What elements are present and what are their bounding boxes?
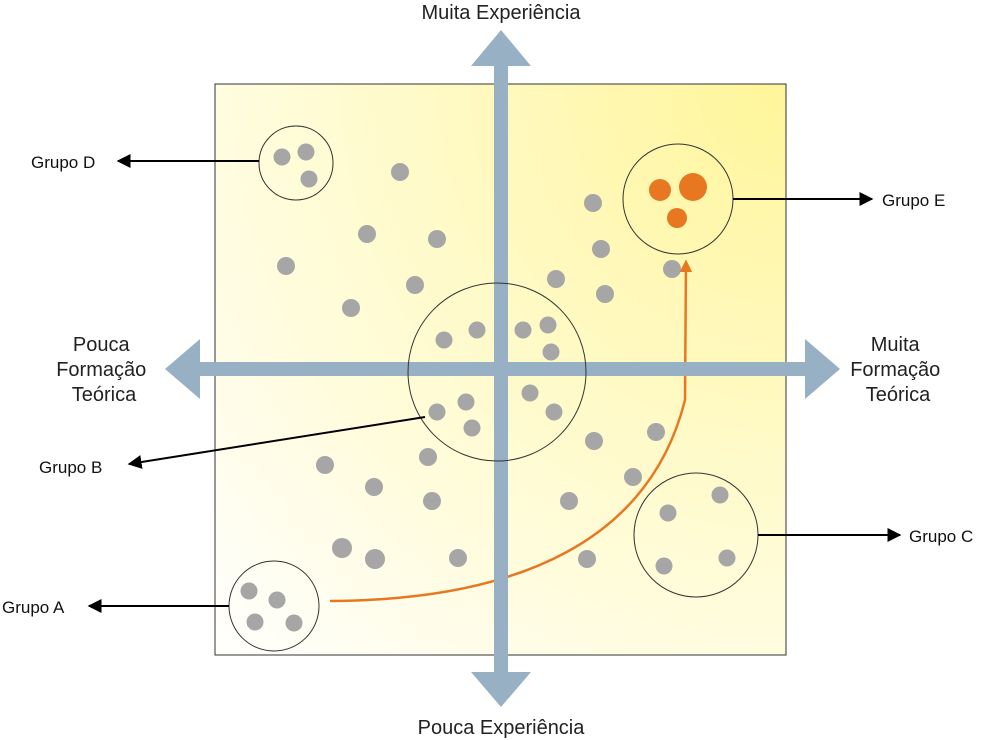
axis-label-right: Muita Formação Teórica	[850, 334, 946, 406]
group-d-label: Grupo D	[31, 153, 95, 172]
highlight-dot	[667, 208, 687, 228]
dot	[521, 384, 539, 402]
up-arrowhead	[471, 30, 531, 66]
group-b-label: Grupo B	[39, 458, 102, 477]
dot	[277, 257, 295, 275]
left-arrowhead	[165, 339, 200, 399]
dot	[584, 194, 602, 212]
right-arrowhead	[805, 339, 840, 399]
dot	[391, 163, 409, 181]
group-e-label: Grupo E	[882, 191, 945, 210]
growth-path-arrow	[329, 259, 693, 603]
group-c-cluster	[633, 472, 759, 598]
down-arrowhead	[471, 672, 531, 707]
dot	[545, 403, 563, 421]
dot	[542, 343, 560, 361]
dot	[578, 550, 596, 568]
dot	[514, 321, 532, 339]
dot	[457, 393, 475, 411]
dot	[547, 270, 565, 288]
dot	[423, 492, 441, 510]
callout-lines	[87, 154, 902, 613]
dot	[316, 456, 334, 474]
dot	[358, 225, 376, 243]
group-e-cluster	[622, 143, 734, 255]
highlight-dot	[679, 173, 707, 201]
dot	[435, 331, 453, 349]
dot	[297, 143, 315, 161]
dot	[419, 448, 437, 466]
dot	[428, 403, 446, 421]
dot	[365, 549, 385, 569]
dot	[365, 478, 383, 496]
dot	[585, 432, 603, 450]
axes	[165, 30, 840, 707]
dot	[647, 423, 665, 441]
dot	[240, 582, 258, 600]
axis-label-top: Muita Experiência	[422, 2, 582, 24]
scatter-dots	[277, 163, 681, 569]
dot	[711, 486, 729, 504]
dot	[246, 613, 264, 631]
group-d-cluster	[258, 125, 334, 201]
dot	[449, 549, 467, 567]
dot	[300, 170, 318, 188]
highlight-dot	[649, 179, 671, 201]
dot	[659, 504, 677, 522]
dot	[406, 276, 424, 294]
dot	[273, 148, 291, 166]
dot	[539, 316, 557, 334]
dot	[655, 557, 673, 575]
dot	[624, 468, 642, 486]
group-c-label: Grupo C	[909, 527, 973, 546]
axis-label-bottom: Pouca Experiência	[418, 717, 586, 739]
axis-label-left: Pouca Formação Teórica	[56, 334, 152, 406]
group-b-callout	[127, 416, 426, 469]
dot	[268, 591, 286, 609]
dot	[285, 614, 303, 632]
dot	[718, 549, 736, 567]
dot	[463, 419, 481, 437]
dot	[592, 240, 610, 258]
dot	[428, 230, 446, 248]
group-a-label: Grupo A	[2, 598, 65, 617]
group-b-cluster	[407, 282, 587, 462]
dot	[468, 321, 486, 339]
horizontal-axis-shaft	[195, 362, 810, 376]
dot	[342, 299, 360, 317]
dot	[663, 260, 681, 278]
dot	[332, 538, 352, 558]
dot	[596, 285, 614, 303]
dot	[560, 492, 578, 510]
